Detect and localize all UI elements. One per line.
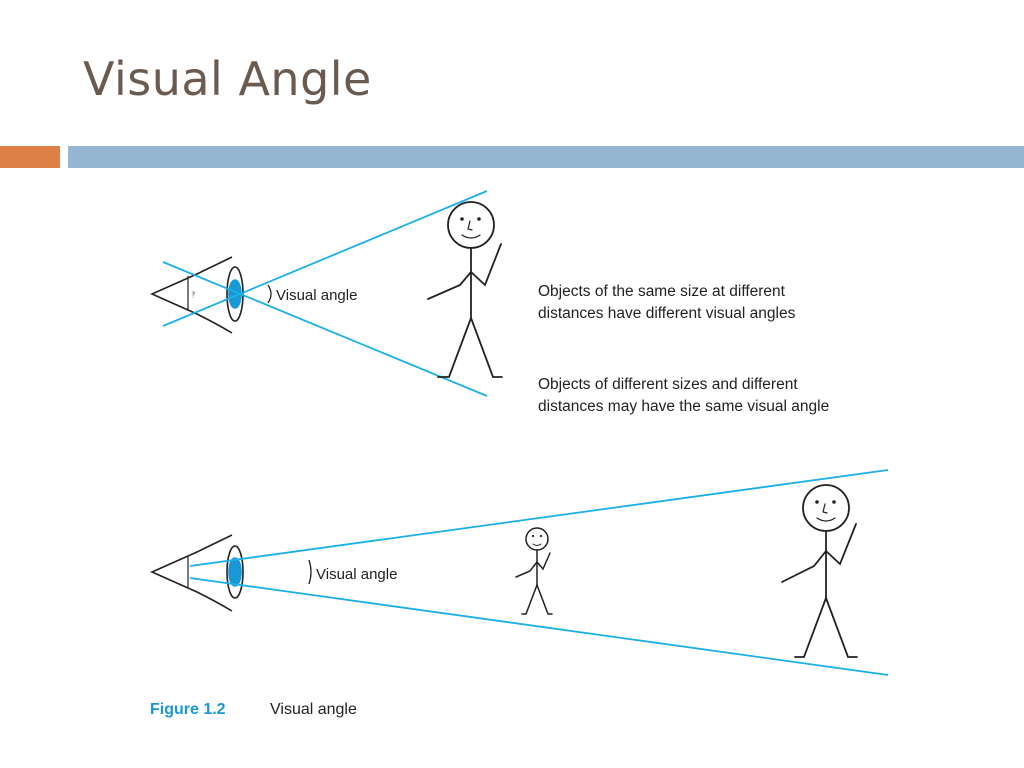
bottom-angle-arc xyxy=(308,559,312,585)
title-divider-bar xyxy=(68,146,1024,168)
figure-panel xyxy=(104,168,904,728)
title-accent-bar xyxy=(0,146,60,168)
statement-1-line-1: Objects of the same size at different xyxy=(538,283,786,300)
figure-caption-number: Figure 1.2 xyxy=(150,701,226,718)
bottom-angle-label: Visual angle xyxy=(316,566,397,583)
statement-2-line-2: distances may have the same visual angle xyxy=(538,398,829,415)
top-diagram: ‽ Visual angle Objects of the same size … xyxy=(150,190,829,415)
slide-title: Visual Angle xyxy=(83,52,372,106)
statement-2-line-1: Objects of different sizes and different xyxy=(538,376,798,393)
bottom-sight-lines xyxy=(189,469,889,676)
top-angle-label: Visual angle xyxy=(276,287,357,304)
top-angle-arc xyxy=(267,284,272,304)
top-stick-figure xyxy=(427,201,503,378)
statement-1-line-2: distances have different visual angles xyxy=(538,305,796,322)
near-small-stick-figure xyxy=(515,527,553,615)
top-sight-lines xyxy=(162,190,488,397)
figure-caption-text: Visual angle xyxy=(270,701,357,718)
bottom-diagram: Visual angle xyxy=(150,469,889,676)
svg-text:‽: ‽ xyxy=(191,290,196,300)
far-large-stick-figure xyxy=(781,484,858,658)
